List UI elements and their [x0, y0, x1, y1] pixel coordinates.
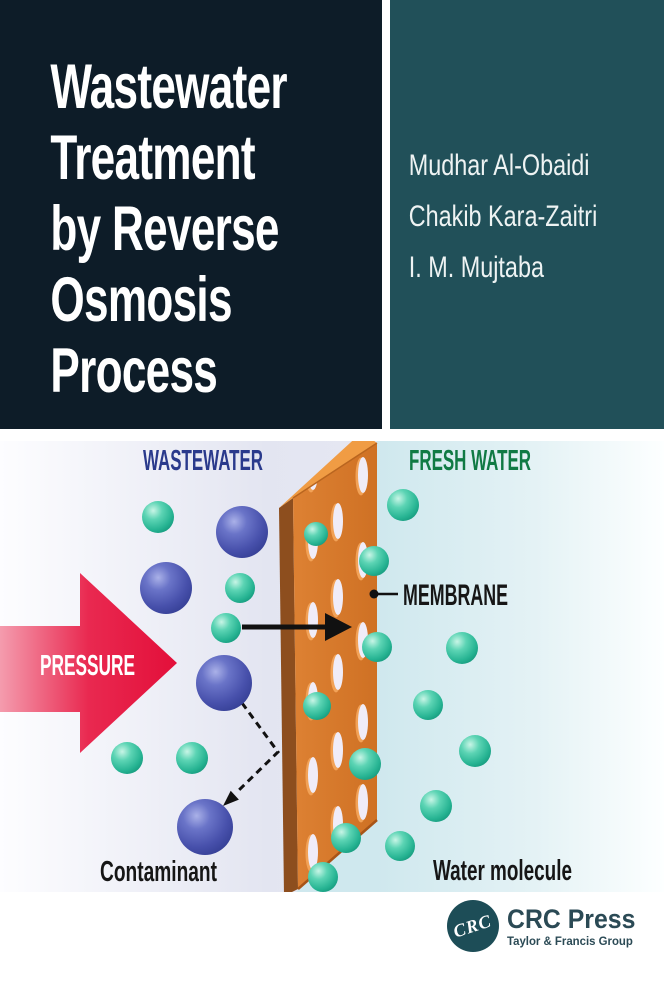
wastewater-label: WASTEWATER [143, 445, 263, 477]
water-flow-arrow [242, 613, 352, 641]
contaminant-sphere [196, 655, 252, 711]
title-line: Osmosis [50, 265, 232, 335]
title-line: Process [50, 336, 218, 406]
membrane-callout: MEMBRANE [369, 579, 508, 612]
author-name: Chakib Kara-Zaitri [408, 200, 598, 233]
water-molecule-sphere [211, 613, 241, 643]
reverse-osmosis-diagram: PRESSURE WASTEWATER FRESH WATER [0, 441, 664, 892]
membrane [279, 441, 378, 892]
pore [308, 834, 318, 870]
water-molecule-sphere [304, 522, 328, 546]
water-molecule-sphere [413, 690, 443, 720]
water-molecule-sphere [420, 790, 452, 822]
contaminant-label: Contaminant [100, 856, 217, 888]
publisher-tagline: Taylor & Francis Group [507, 934, 633, 948]
pore [333, 654, 343, 690]
pressure-label: PRESSURE [40, 650, 135, 682]
water-molecule-sphere [349, 748, 381, 780]
contaminant-sphere [216, 506, 268, 558]
water-molecule-sphere [303, 692, 331, 720]
crc-logo-text: CRC [451, 909, 495, 942]
water-molecule-sphere [385, 831, 415, 861]
water-molecule-sphere [459, 735, 491, 767]
water-molecule-sphere [111, 742, 143, 774]
contaminant-sphere [140, 562, 192, 614]
crc-press-logo: CRC [447, 900, 499, 952]
pore [333, 579, 343, 615]
author-name: I. M. Mujtaba [408, 251, 544, 284]
title-line: Wastewater [50, 52, 287, 122]
pore [358, 704, 368, 740]
pore [308, 757, 318, 793]
title-line: by Reverse [50, 194, 279, 264]
membrane-label: MEMBRANE [403, 579, 508, 612]
membrane-side-face [279, 498, 298, 892]
water-molecule-sphere [446, 632, 478, 664]
water-molecule-sphere [176, 742, 208, 774]
pore [333, 503, 343, 539]
pressure-arrow [0, 573, 177, 753]
membrane-top-edge [292, 442, 378, 499]
water-molecule-sphere [331, 823, 361, 853]
pore [333, 732, 343, 768]
author-name: Mudhar Al-Obaidi [408, 149, 590, 182]
pore [308, 602, 318, 638]
freshwater-label: FRESH WATER [409, 445, 531, 477]
publisher-name: CRC Press [507, 904, 636, 934]
contaminant-sphere [177, 799, 233, 855]
pore [358, 784, 368, 820]
water-molecule-sphere [308, 862, 338, 892]
water-molecule-sphere [142, 501, 174, 533]
water-molecule-sphere [387, 489, 419, 521]
freshwater-region [296, 441, 664, 892]
water-molecule-sphere [362, 632, 392, 662]
contaminant-bounce-arrow [223, 702, 280, 806]
pore [358, 457, 368, 493]
title-line: Treatment [50, 123, 255, 193]
water-molecule-label: Water molecule [433, 855, 572, 887]
molecules [111, 489, 491, 892]
publisher-footer: CRC CRC Press Taylor & Francis Group [0, 892, 664, 1000]
water-molecule-sphere [225, 573, 255, 603]
water-molecule-sphere [359, 546, 389, 576]
